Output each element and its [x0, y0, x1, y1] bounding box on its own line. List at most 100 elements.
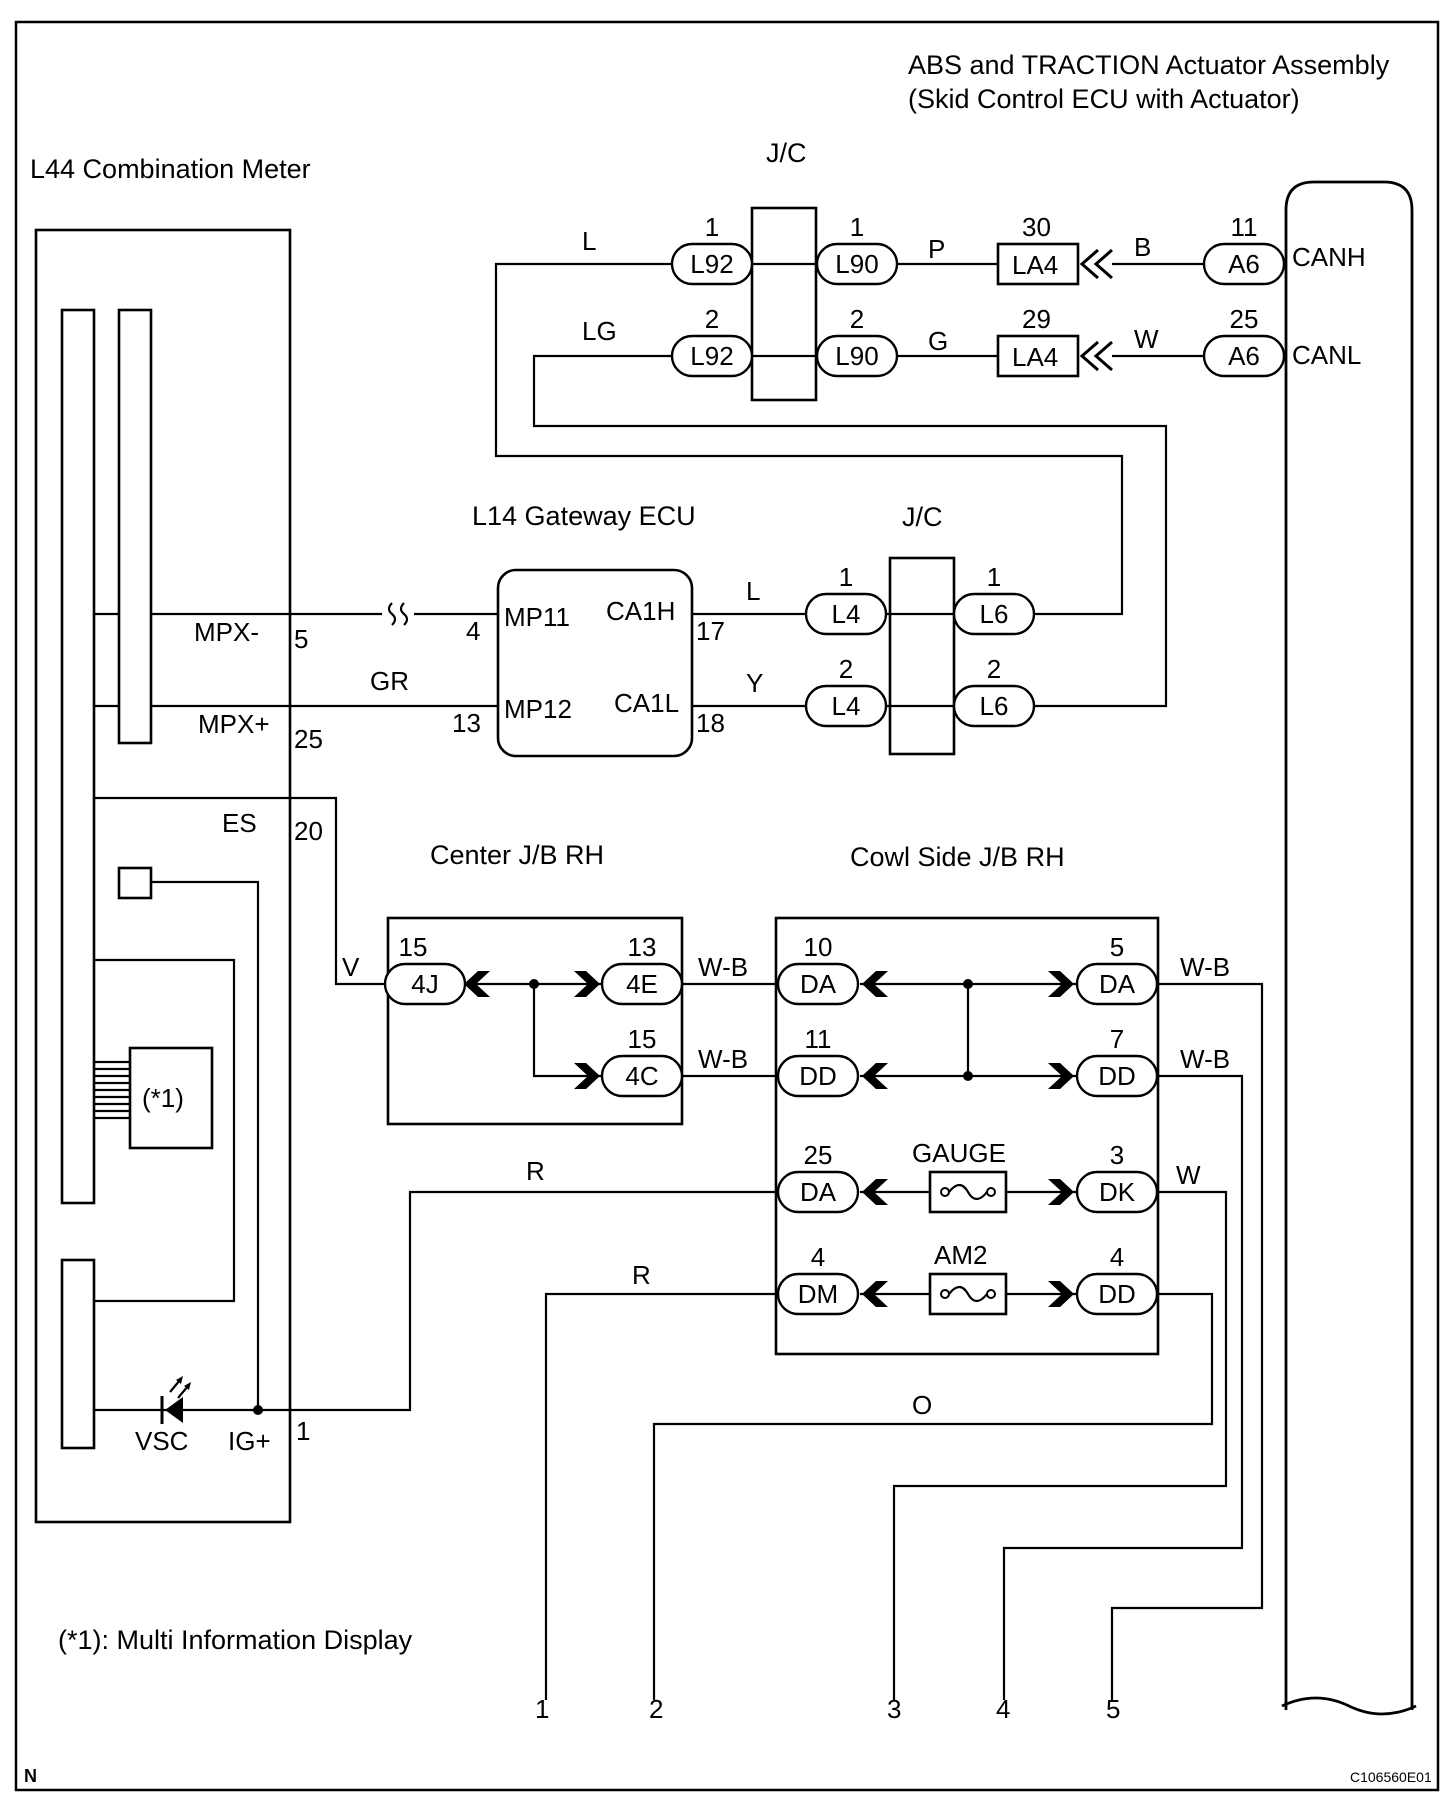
- connector-l6-1-name: L6: [980, 599, 1009, 629]
- es-label: ES: [222, 808, 257, 838]
- connector-4j-15: [383, 962, 467, 1006]
- connector-dk-3-name: DK: [1099, 1177, 1136, 1207]
- connector-l92-1-name: L92: [690, 249, 733, 279]
- vsc-label: VSC: [135, 1426, 188, 1456]
- connector-l4-2: [804, 684, 888, 728]
- chevron-left-icon: [862, 1179, 888, 1205]
- connector-da-10: [776, 962, 860, 1006]
- connector-dd-11-pin: 11: [805, 1024, 832, 1054]
- connector-l4-1: [804, 592, 888, 636]
- abs-title-line2: (Skid Control ECU with Actuator): [908, 84, 1300, 114]
- la4-30-arrow-icon: [1079, 248, 1113, 280]
- chevron-right-icon: [1048, 1281, 1074, 1307]
- connector-dd-7-pin: 7: [1110, 1024, 1124, 1054]
- wire-gr: GR: [370, 666, 409, 696]
- connector-a6-11-name: A6: [1228, 249, 1260, 279]
- vsc-led-icon: [160, 1376, 191, 1424]
- connector-dk-3-pin: 3: [1110, 1140, 1124, 1170]
- connector-da-5-name: DA: [1099, 969, 1136, 999]
- mpx-plus-pin: 25: [294, 724, 323, 754]
- connector-4j-15-pin: 15: [399, 932, 428, 962]
- jc-top-title: J/C: [766, 138, 807, 168]
- meter-wire: [151, 880, 260, 1410]
- chevron-right-icon: [1048, 971, 1074, 997]
- meter-wire: [94, 958, 236, 1303]
- connector-4e-13: [600, 962, 684, 1006]
- connector-l90-1: [815, 242, 899, 286]
- abs-actuator-body: [1284, 180, 1414, 1710]
- terminal-4: 4: [996, 1694, 1010, 1724]
- connector-l90-2-name: L90: [835, 341, 878, 371]
- la4-30-pin: 30: [1022, 212, 1051, 242]
- connector-dm-4-pin: 4: [811, 1242, 825, 1272]
- connector-4c-15: [600, 1054, 684, 1098]
- wire-center-jb: [532, 984, 602, 1078]
- mpx-minus-pin: 5: [294, 624, 308, 654]
- chevron-right-icon: [574, 1063, 600, 1089]
- connector-l90-2-pin: 2: [850, 304, 864, 334]
- am2-fuse-icon: [928, 1272, 1008, 1316]
- mid-display-box: [128, 1046, 214, 1150]
- splice-dot: [963, 979, 973, 989]
- wire-y: Y: [746, 668, 763, 698]
- wire-w-can-label: W: [1134, 324, 1159, 354]
- meter-title: L44 Combination Meter: [30, 154, 311, 184]
- canh-label: CANH: [1292, 242, 1366, 272]
- meter-internal-bar-1: [60, 308, 96, 1205]
- es-pin: 20: [294, 816, 323, 846]
- connector-l6-2: [952, 684, 1036, 728]
- connector-a6-25-name: A6: [1228, 341, 1260, 371]
- wire-ig-r: [290, 1190, 776, 1412]
- wire-l-top: L: [582, 226, 596, 256]
- wire-can-l-loop: [532, 354, 1168, 708]
- terminal-3: 3: [887, 1694, 901, 1724]
- connector-a6-11-pin: 11: [1231, 212, 1258, 242]
- wire-r-2-label: R: [632, 1260, 651, 1290]
- wire-r-1-label: R: [526, 1156, 545, 1186]
- gateway-mp11-pin: 4: [466, 616, 480, 646]
- connector-l4-2-name: L4: [832, 691, 861, 721]
- la4-30-box: [996, 242, 1080, 286]
- gauge-fuse-label: GAUGE: [912, 1138, 1006, 1168]
- connector-l6-1-pin: 1: [987, 562, 1001, 592]
- wire-lg-top: LG: [582, 316, 617, 346]
- connector-4c-15-pin: 15: [628, 1024, 657, 1054]
- gateway-ca1l: CA1L: [614, 688, 679, 718]
- gauge-fuse-icon: [928, 1170, 1008, 1214]
- wire-break-icon: [387, 602, 409, 626]
- connector-l92-2-pin: 2: [705, 304, 719, 334]
- ig-label: IG+: [228, 1426, 271, 1456]
- wire-b-label: B: [1134, 232, 1151, 262]
- abs-actuator-break: [1281, 1696, 1417, 1716]
- connector-l92-1: [670, 242, 754, 286]
- jc-top-box: [750, 206, 818, 402]
- connector-l92-2-name: L92: [690, 341, 733, 371]
- chevron-right-icon: [574, 971, 600, 997]
- jc-mid-title: J/C: [902, 502, 943, 532]
- wire-wb-1-label: W-B: [698, 952, 748, 982]
- mid-connector-pins: [94, 1060, 130, 1120]
- connector-l90-1-name: L90: [835, 249, 878, 279]
- wire-g-label: G: [928, 326, 948, 356]
- figure-code: C106560E01: [1350, 1769, 1432, 1785]
- connector-dd-7: [1075, 1054, 1159, 1098]
- connector-dd-4-name: DD: [1098, 1279, 1136, 1309]
- ig-pin: 1: [296, 1416, 310, 1446]
- connector-dd-11: [776, 1054, 860, 1098]
- la4-29-arrow-icon: [1079, 340, 1113, 372]
- footnote: (*1): Multi Information Display: [58, 1625, 413, 1655]
- jc-mid-box: [888, 556, 956, 756]
- connector-pills: L921L922L901L902A611A625L41L42L61L624J15…: [383, 212, 1286, 1316]
- connector-da-5-pin: 5: [1110, 932, 1124, 962]
- connector-l6-2-pin: 2: [987, 654, 1001, 684]
- connector-da-25-name: DA: [800, 1177, 837, 1207]
- splice-dot: [253, 1405, 263, 1415]
- wire-l-mid: L: [746, 576, 760, 606]
- gateway-ca1l-pin: 18: [696, 708, 725, 738]
- la4-29-box: [996, 334, 1080, 378]
- wire-can-h-loop: [494, 262, 1124, 616]
- connector-dd-4: [1075, 1272, 1159, 1316]
- connector-4e-13-name: 4E: [626, 969, 658, 999]
- la4-29-pin: 29: [1022, 304, 1051, 334]
- splice-dot: [963, 1071, 973, 1081]
